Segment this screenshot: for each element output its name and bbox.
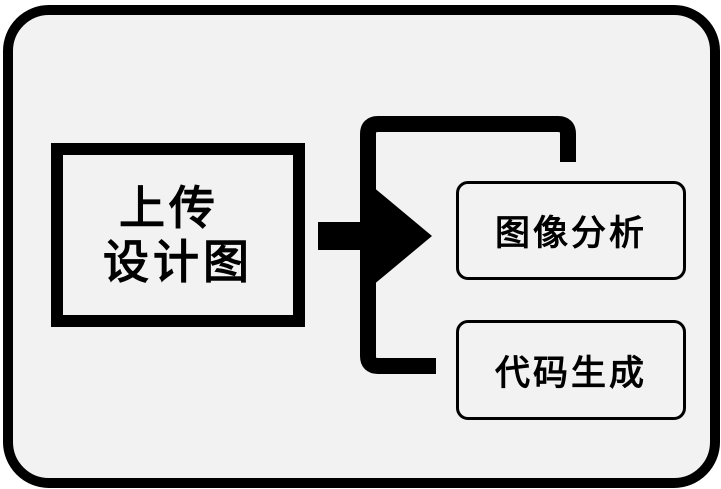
upload-label-line1: 上传 [119, 181, 219, 235]
upload-design-box: 上传 设计图 [51, 143, 305, 327]
code-generation-box: 代码生成 [456, 320, 686, 420]
upload-label-line2: 设计图 [103, 235, 253, 289]
image-analysis-label: 图像分析 [494, 214, 647, 254]
branch-bracket [360, 116, 576, 374]
image-analysis-box: 图像分析 [456, 181, 686, 280]
right-arrow-icon [318, 186, 432, 286]
code-generation-label: 代码生成 [494, 353, 647, 394]
